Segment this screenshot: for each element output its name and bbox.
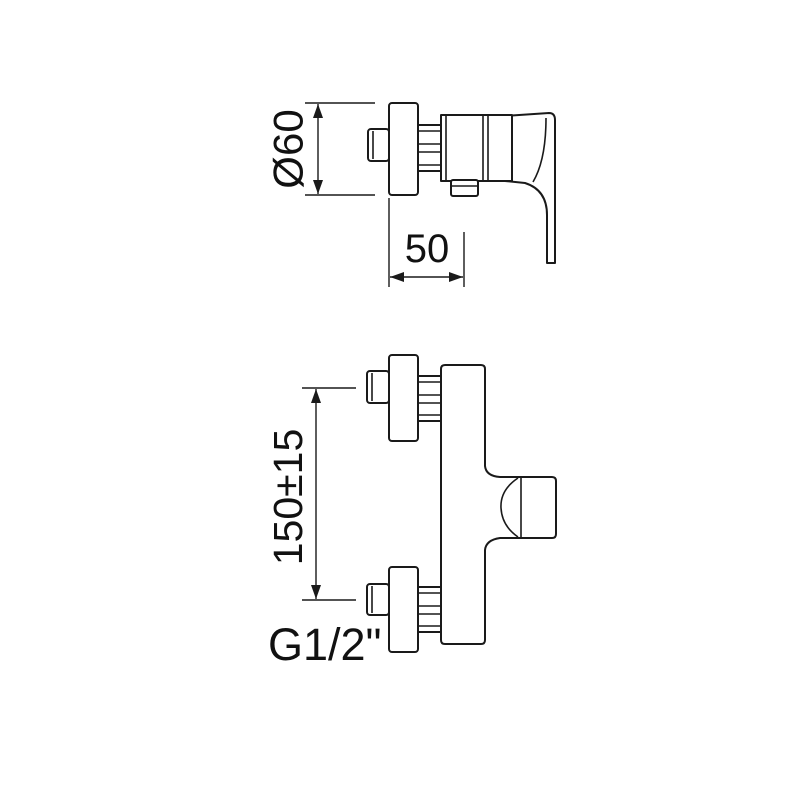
front-mixer-body — [440, 364, 557, 645]
front-upper-connector — [366, 354, 442, 442]
upper-inlet-stub — [366, 370, 390, 404]
diameter-label: Ø60 — [265, 109, 312, 188]
lower-inlet-stub — [366, 583, 390, 616]
front-handle-cylinder — [500, 477, 522, 538]
diameter-dimension: Ø60 — [265, 102, 375, 196]
side-view — [367, 102, 556, 264]
lower-wall-flange — [388, 566, 419, 653]
spacing-label: 150±15 — [265, 429, 311, 566]
depth-dimension: 50 — [388, 198, 465, 287]
front-view — [366, 354, 557, 653]
side-inlet-stub — [367, 128, 390, 162]
side-wall-flange — [388, 102, 419, 196]
side-lever-handle — [504, 112, 556, 264]
side-hex-nut — [417, 124, 442, 172]
depth-label: 50 — [405, 227, 450, 271]
side-outlet-nozzle — [450, 179, 479, 197]
side-mixer-body — [440, 114, 513, 182]
spacing-dimension: 150±15 — [265, 387, 356, 601]
front-lower-connector — [366, 566, 442, 653]
upper-hex-nut — [417, 375, 442, 422]
upper-wall-flange — [388, 354, 419, 442]
thread-label: G1/2" — [268, 619, 382, 670]
lower-hex-nut — [417, 586, 442, 633]
